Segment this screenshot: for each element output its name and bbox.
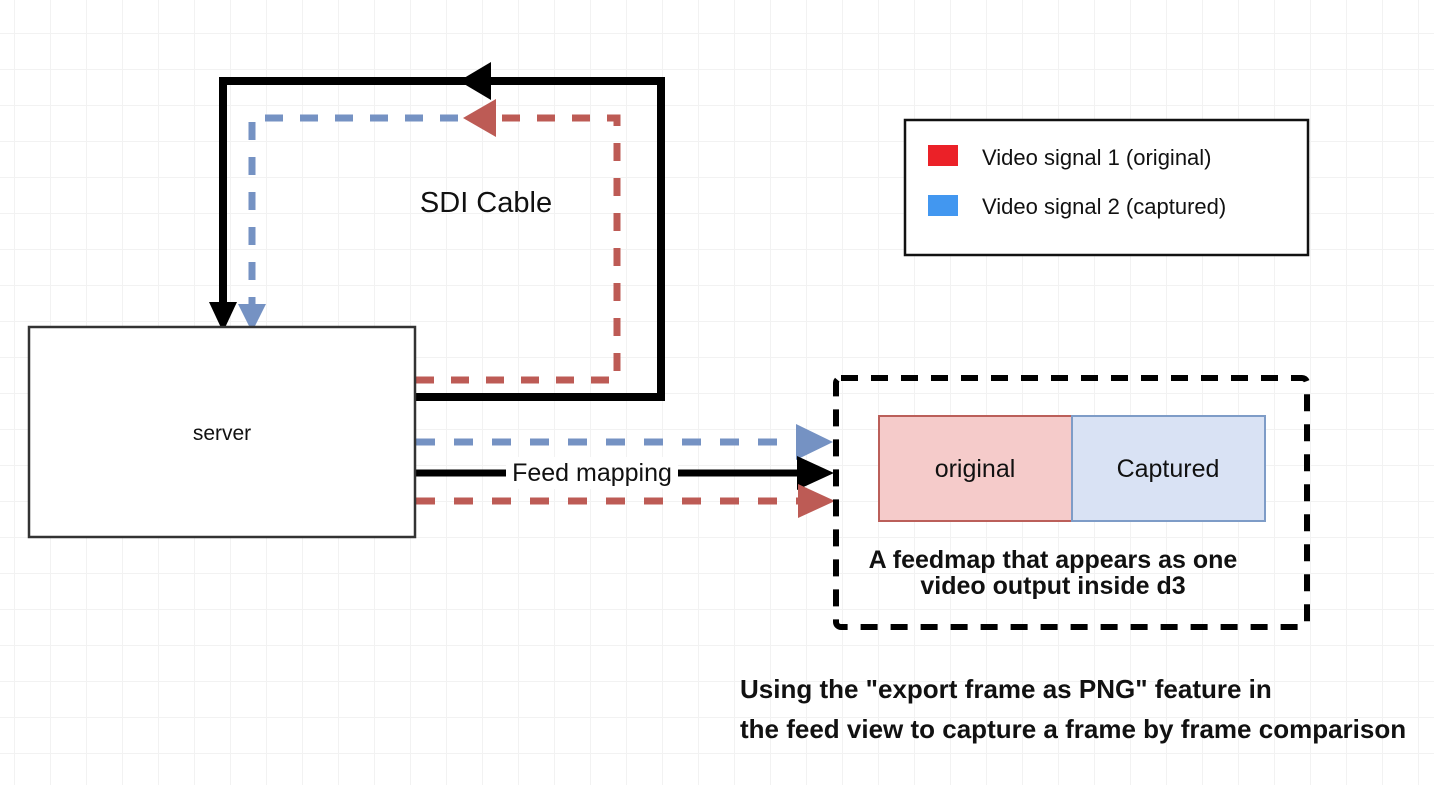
feedmap-dashed-box <box>833 375 1310 630</box>
legend-box <box>903 118 1310 257</box>
sdi-loop-blue-dashed-line <box>248 114 458 304</box>
feed-mapping-label-backing <box>506 457 678 489</box>
server-box <box>27 325 417 539</box>
arrowhead-right-blue-icon <box>796 424 833 460</box>
feedmap-original-label: original <box>935 455 1016 483</box>
arrowhead-right-black-icon <box>797 456 834 490</box>
bottom-caption-line1: Using the "export frame as PNG" feature … <box>740 674 1272 704</box>
sdi-loop-black-line <box>219 77 665 401</box>
sdi-cable-label: SDI Cable <box>420 187 552 219</box>
arrowhead-left-black-icon <box>459 62 491 100</box>
feedmap-captured-box <box>1071 415 1266 522</box>
bottom-caption-line2: the feed view to capture a frame by fram… <box>740 714 1406 744</box>
feedmap-caption-line1: A feedmap that appears as one <box>869 546 1238 574</box>
arrowhead-down-black-icon <box>209 302 237 332</box>
server-label: server <box>193 422 251 445</box>
arrowhead-down-blue-icon <box>238 304 266 332</box>
arrowhead-left-red-icon <box>463 99 496 137</box>
sdi-loop-red-dashed-line <box>416 114 621 384</box>
feed-mapping-label: Feed mapping <box>512 459 672 487</box>
arrowhead-right-red-icon <box>798 484 835 518</box>
legend-swatch-blue-icon <box>928 195 958 216</box>
feedmap-original-box <box>878 415 1073 522</box>
legend-item-captured-label: Video signal 2 (captured) <box>982 194 1226 219</box>
legend-item-original-label: Video signal 1 (original) <box>982 145 1212 170</box>
legend-swatch-red-icon <box>928 145 958 166</box>
feedmap-captured-label: Captured <box>1117 455 1220 483</box>
feedmap-caption-line2: video output inside d3 <box>920 572 1185 600</box>
